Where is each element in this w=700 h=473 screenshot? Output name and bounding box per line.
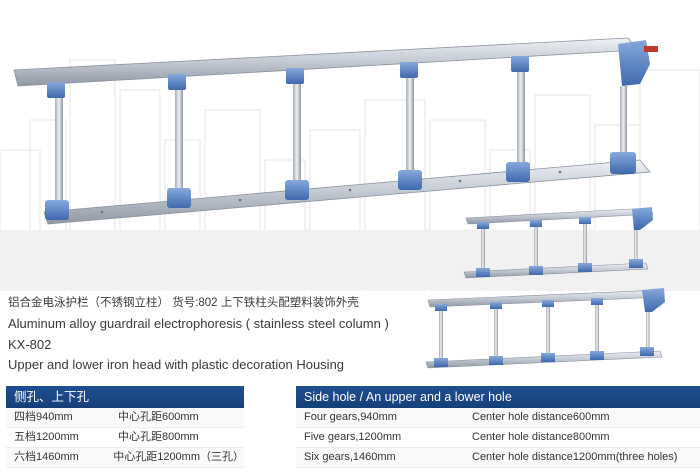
table-row: 五档1200mm 中心孔距800mm [6,428,244,448]
table-row: Six gears,1460mm Center hole distance120… [296,448,700,468]
gears-cell: 四档940mm [14,411,73,423]
gears-cell: Six gears,1460mm [304,451,396,463]
housing-description: Upper and lower iron head with plastic d… [8,357,345,372]
distance-cell: Center hole distance600mm [472,411,610,423]
spec-table-chinese: 侧孔、上下孔 四档940mm 中心孔距600mm 五档1200mm 中心孔距80… [6,386,244,470]
distance-cell: 中心孔距1200mm（三孔） [113,451,244,463]
bottom-rail [43,159,651,225]
upper-connectors [47,56,529,98]
distance-cell: 中心孔距800mm [118,431,199,443]
table-row: Four gears,940mm Center hole distance600… [296,408,700,428]
main-guardrail [13,37,658,225]
posts [55,62,627,208]
description-english: Aluminum alloy guardrail electrophoresis… [8,316,389,331]
gears-cell: 五档1200mm [14,431,79,443]
distance-cell: Center hole distance1200mm(three holes) [472,451,678,463]
end-clip [644,46,658,52]
table-row: 六档1460mm 中心孔距1200mm（三孔） [6,448,244,468]
table-row: Five gears,1200mm Center hole distance80… [296,428,700,448]
lower-connectors [45,152,636,220]
description-chinese: 铝合金电泳护栏（不锈钢立柱） 货号:802 上下铁柱头配塑料装饰外壳 [8,297,359,309]
spec-header-chinese: 侧孔、上下孔 [6,386,244,408]
small-guardrail-2 [425,288,665,369]
gears-cell: Five gears,1200mm [304,431,402,443]
gears-cell: 六档1460mm [14,451,79,463]
gears-cell: Four gears,940mm [304,411,397,423]
spec-header-english: Side hole / An upper and a lower hole [296,386,700,408]
spec-table-english: Side hole / An upper and a lower hole Fo… [296,386,700,470]
end-bracket [618,40,650,86]
rail-holes [100,170,562,214]
distance-cell: 中心孔距600mm [118,411,199,423]
distance-cell: Center hole distance800mm [472,431,610,443]
small-guardrail-1 [463,207,654,279]
model-number: KX-802 [8,337,52,352]
table-row: 四档940mm 中心孔距600mm [6,408,244,428]
